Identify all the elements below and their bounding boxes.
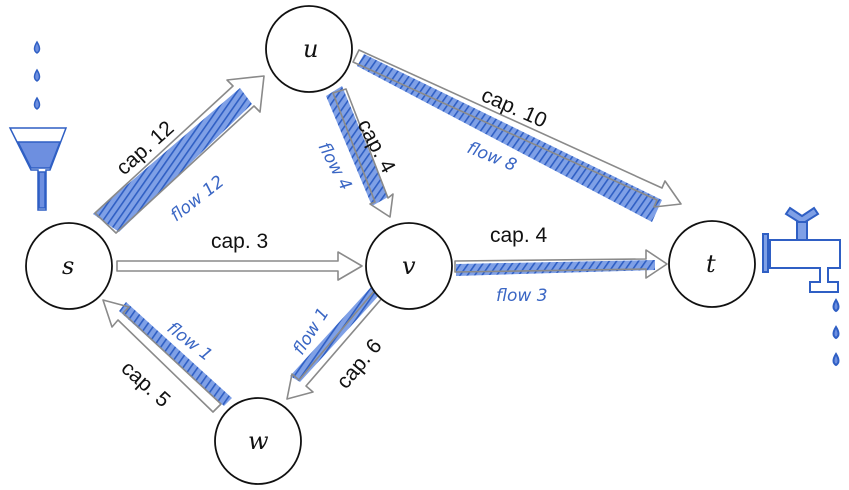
flow-label-vt: flow 3 xyxy=(496,286,548,306)
faucet-body xyxy=(769,239,841,293)
node-v-label: v xyxy=(402,252,416,280)
drop-icon xyxy=(832,352,840,367)
node-s-label: s xyxy=(62,252,74,280)
flow-label-su: flow 12 xyxy=(167,172,228,226)
faucet-icon xyxy=(762,206,841,367)
flow-band-vt xyxy=(456,260,655,276)
drop-icon xyxy=(33,68,41,82)
flow-bands xyxy=(93,54,662,406)
node-u: u xyxy=(265,5,353,93)
node-s: s xyxy=(25,222,113,310)
arrow-uv xyxy=(332,88,394,218)
drop-icon xyxy=(832,298,840,313)
nodes: u s v t w xyxy=(25,5,756,485)
funnel-icon xyxy=(8,40,68,211)
drop-icon xyxy=(33,96,41,110)
node-w: w xyxy=(214,397,302,485)
capacity-label-ws: cap. 5 xyxy=(117,357,175,412)
faucet-handle xyxy=(784,206,820,226)
node-t: t xyxy=(668,220,756,308)
node-u-label: u xyxy=(303,35,318,63)
funnel-body xyxy=(8,127,68,211)
flow-band-ws xyxy=(119,302,232,406)
capacity-label-vw: cap. 6 xyxy=(332,335,386,394)
capacity-label-sv: cap. 3 xyxy=(211,230,268,253)
capacity-label-vt: cap. 4 xyxy=(490,224,548,247)
arrow-ut xyxy=(352,49,682,208)
flow-label-ws: flow 1 xyxy=(163,318,216,365)
arrow-vt xyxy=(454,249,668,279)
drop-icon xyxy=(33,40,41,54)
arrow-ws xyxy=(102,299,222,413)
flow-band-ut xyxy=(357,54,662,222)
node-v: v xyxy=(365,222,453,310)
drop-icon xyxy=(832,325,840,340)
capacity-arrows xyxy=(94,49,682,413)
arrow-vw xyxy=(286,282,390,400)
arrow-sv xyxy=(116,251,363,281)
node-w-label: w xyxy=(248,427,269,455)
arrow-su xyxy=(94,75,265,234)
flow-band-su xyxy=(93,88,252,232)
node-t-label: t xyxy=(706,250,716,278)
